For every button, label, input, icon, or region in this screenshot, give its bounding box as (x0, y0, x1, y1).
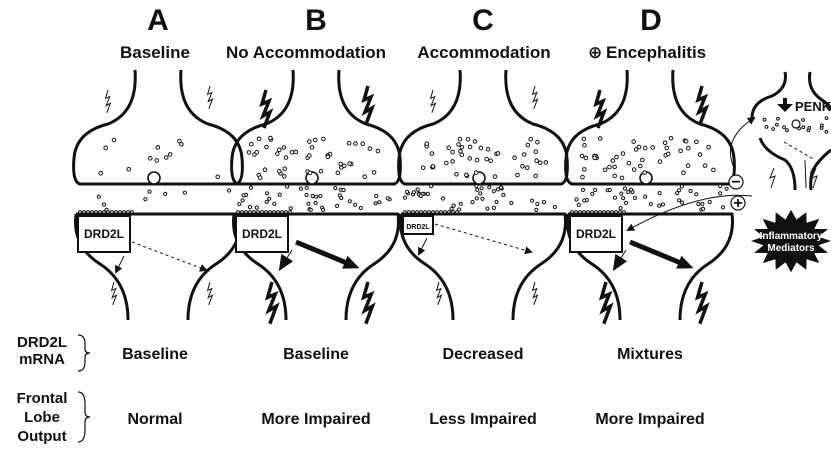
presynaptic-terminal-D (566, 70, 735, 184)
signal-arrow-dashed-A (132, 242, 206, 270)
output-value-A: Normal (127, 411, 182, 428)
output-value-D: More Impaired (595, 411, 704, 428)
panel-B-header: B No Accommodation (226, 4, 386, 62)
mrna-value-B: Baseline (283, 346, 349, 363)
presynaptic-terminal-A (74, 70, 243, 184)
inset-small-bolt-left (770, 168, 775, 188)
row-brace-output (78, 392, 90, 442)
panel-A-title: Baseline (120, 43, 190, 62)
row-label-mrna: DRD2L mRNA (17, 334, 90, 371)
panel-B-letter: B (305, 4, 327, 37)
row-label-mrna-line1: DRD2L (17, 334, 67, 351)
presynaptic-bolt-left-A (106, 90, 111, 113)
mediators-label-line2: Mediators (767, 243, 815, 254)
synapse-panels: DRD2L DRD2L DRD2L DRD2L (74, 70, 735, 324)
panel-A-header: A Baseline (120, 4, 190, 62)
panel-D-letter: D (640, 4, 662, 37)
inset-vesicles (763, 117, 828, 134)
penk-label: PENK (795, 99, 831, 114)
row-label-mrna-line2: mRNA (19, 351, 65, 368)
inset-thin-line (805, 160, 806, 188)
inset-minus-symbol: − (731, 174, 740, 191)
synapse-panel-A: DRD2L (74, 70, 243, 320)
mediators-label-line1: Inflammatory (760, 231, 823, 242)
mrna-value-D: Mixtures (617, 346, 683, 363)
synapse-panel-C: DRD2L (399, 70, 568, 320)
row-brace-mrna (78, 335, 90, 371)
drd2l-box-label-D: DRD2L (576, 227, 616, 241)
panel-C-header: C Accommodation (417, 4, 550, 62)
panel-D-title: Encephalitis (606, 43, 706, 62)
release-vesicle-A (148, 172, 160, 184)
postsynaptic-bolt-left-A (112, 282, 117, 305)
synapse-panel-B: DRD2L (232, 70, 401, 324)
drd2l-box-label-C: DRD2L (406, 224, 430, 231)
panel-C-title: Accommodation (417, 43, 550, 62)
presynaptic-bolt-left-C (431, 90, 436, 113)
mrna-value-A: Baseline (122, 346, 188, 363)
postsynaptic-bolt-right-D (698, 282, 707, 324)
postsynaptic-bolt-left-C (437, 282, 442, 305)
postsynaptic-bolt-left-B (268, 282, 277, 324)
drd2l-box-label-B: DRD2L (242, 227, 282, 241)
panel-B-title: No Accommodation (226, 43, 386, 62)
row-label-output: Frontal Lobe Output (17, 390, 90, 445)
row-label-output-line3: Output (17, 428, 66, 445)
panel-D-header: D ⊕ Encephalitis (588, 4, 706, 62)
row-label-output-line2: Lobe (24, 409, 60, 426)
signal-arrow-dashed-C (435, 224, 531, 252)
panel-D-title-prefix: ⊕ (588, 43, 602, 62)
penk-down-arrow-icon (777, 98, 793, 112)
postsynaptic-bolt-left-D (602, 282, 611, 324)
inset-dashed-arrow (784, 142, 815, 160)
presynaptic-terminal-B (232, 70, 401, 184)
signal-arrow-thick-B (296, 242, 354, 266)
presynaptic-bolt-right-C (533, 86, 538, 109)
inset-plus-symbol: + (733, 195, 742, 212)
inset-post-right (811, 150, 831, 190)
panel-A-letter: A (147, 4, 169, 37)
presynaptic-bolt-right-D (698, 86, 706, 124)
signal-arrow-short-C (419, 238, 427, 254)
postsynaptic-bolt-right-A (208, 282, 213, 305)
postsynaptic-bolt-right-C (533, 282, 538, 305)
inset-presynaptic-left (752, 72, 785, 120)
presynaptic-bolt-right-B (364, 86, 372, 124)
synapse-panel-D: DRD2L (566, 70, 735, 324)
output-value-B: More Impaired (261, 411, 370, 428)
mrna-value-C: Decreased (443, 346, 524, 363)
signal-arrow-thick-D (630, 242, 688, 266)
drd2l-box-label-A: DRD2L (84, 227, 124, 241)
output-value-C: Less Impaired (429, 411, 537, 428)
presynaptic-bolt-right-A (208, 86, 213, 109)
postsynaptic-bolt-right-B (364, 282, 373, 324)
panel-C-letter: C (472, 4, 494, 37)
signal-arrow-short-A (116, 256, 124, 272)
row-label-output-line1: Frontal (17, 390, 68, 407)
